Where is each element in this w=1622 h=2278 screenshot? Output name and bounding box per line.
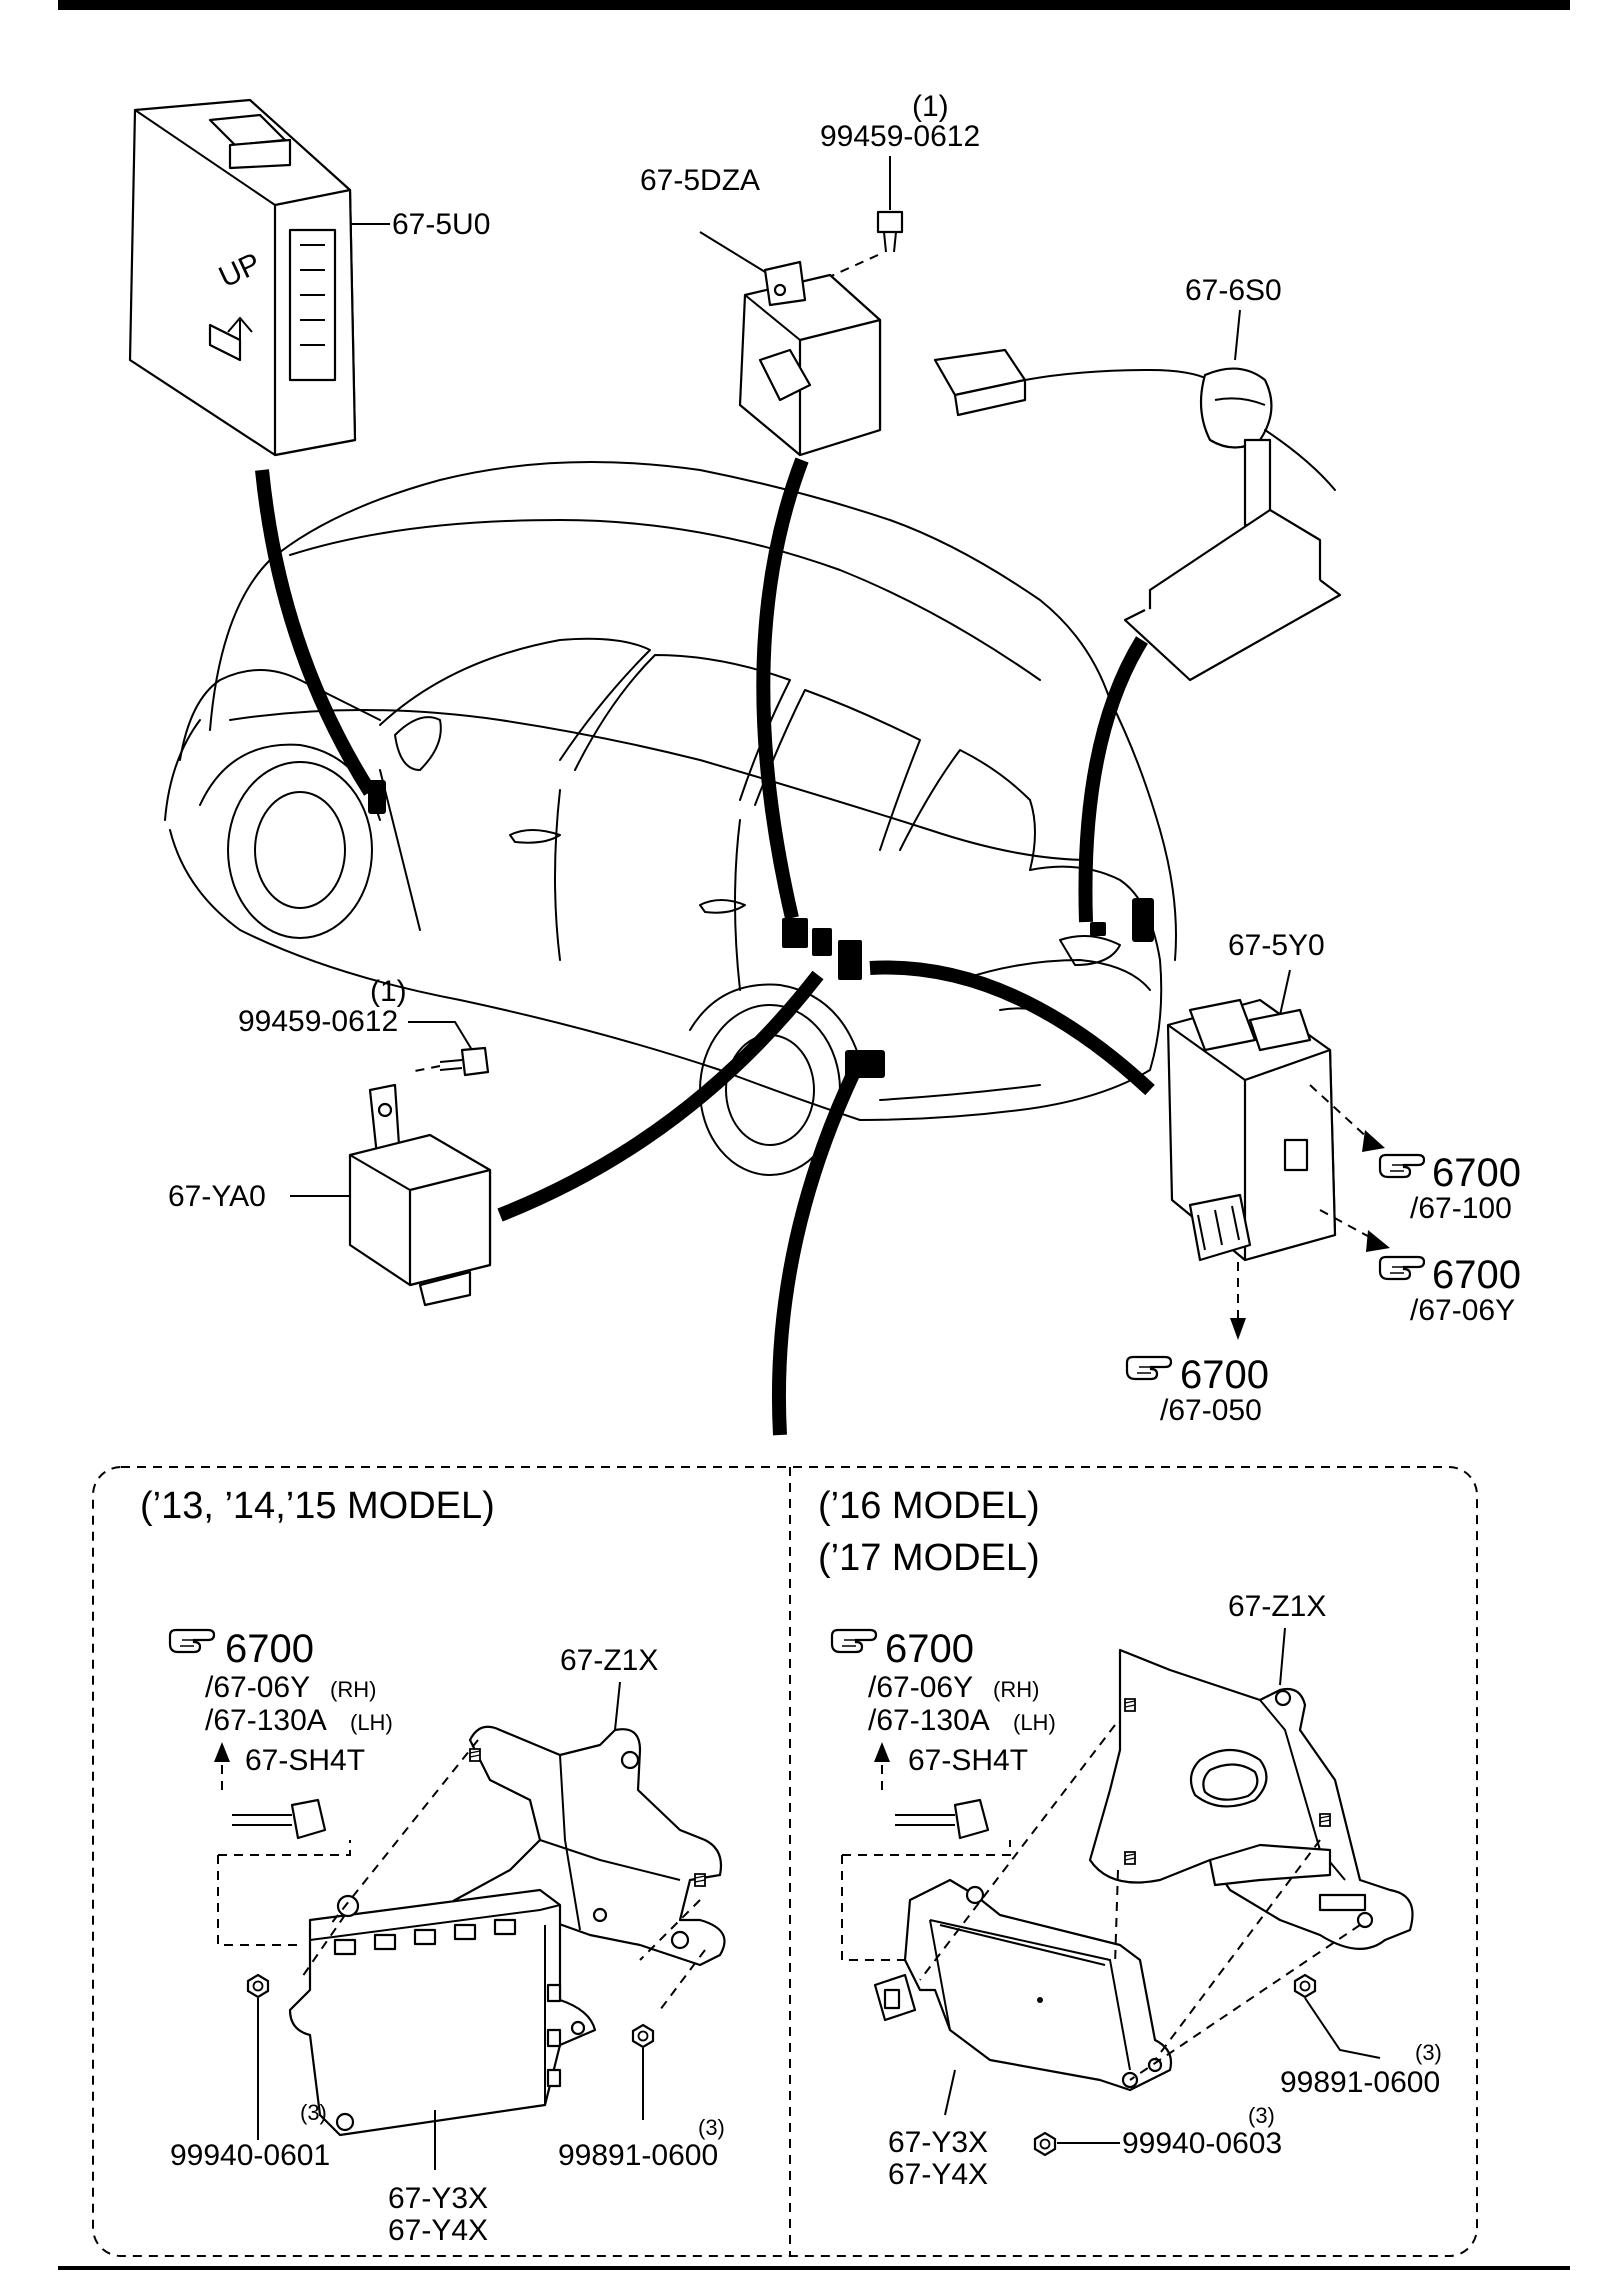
label-bolt-top: 99459-0612 [820,120,980,153]
part-67-5Y0: 67-5Y0 [1166,929,1390,1340]
left-nut-left-qty: (3) [300,2100,327,2125]
pointing-hand-icon [168,1628,216,1654]
model-variants-box [92,1466,1478,2257]
ref-1-number: 6700 [1432,1151,1521,1195]
right-nut-bottom-label: 99940-0603 [1122,2127,1282,2160]
left-panel-header: (’13, ’14,’15 MODEL) [140,1485,495,1527]
pointing-hand-icon [830,1628,878,1654]
vehicle-illustration [164,461,1177,1176]
qty-bolt-left: (1) [370,975,407,1008]
label-67-6S0: 67-6S0 [1185,274,1282,307]
right-bracket-label: 67-Z1X [1228,1590,1326,1623]
qty-bolt-top: (1) [912,90,949,123]
label-67-5Y0: 67-5Y0 [1228,929,1325,962]
top-border-bar [58,0,1570,10]
ref-callout-1: 6700 /67-100 [1378,1151,1521,1225]
pointing-hand-icon [1125,1355,1173,1381]
part-67-6S0: 67-6S0 [933,274,1342,682]
ref-callout-3: 6700 /67-050 [1125,1353,1269,1427]
right-nut-right-label: 99891-0600 [1280,2066,1440,2099]
left-nut-right-qty: (3) [698,2115,725,2140]
right-ref-line2-side: (LH) [1013,1710,1056,1735]
ref-1-sub: /67-100 [1410,1192,1512,1225]
left-module-2: 67-Y4X [388,2214,488,2247]
ref-2-number: 6700 [1432,1253,1521,1297]
ref-2-sub: /67-06Y [1410,1294,1515,1327]
bottom-border-line [58,2266,1570,2270]
pointing-hand-icon [1378,1153,1426,1179]
right-panel: (’16 MODEL) (’17 MODEL) 6700 /67-06Y (RH… [818,1485,1442,2191]
right-ref-line2: /67-130A [868,1704,990,1737]
right-module-2: 67-Y4X [888,2158,988,2191]
right-nut-right-qty: (3) [1415,2040,1442,2065]
right-panel-header-1: (’16 MODEL) [818,1485,1040,1527]
left-nut-left-label: 99940-0601 [170,2139,330,2172]
label-67-5DZA: 67-5DZA [640,164,760,197]
pointing-hand-icon [1378,1255,1426,1281]
ref-3-number: 6700 [1180,1353,1269,1397]
left-nut-right-label: 99891-0600 [558,2139,718,2172]
right-module-1: 67-Y3X [888,2126,988,2159]
label-67-YA0: 67-YA0 [168,1180,266,1213]
right-ref-line1-side: (RH) [993,1677,1039,1702]
left-module-1: 67-Y3X [388,2182,488,2215]
right-sensor-label: 67-SH4T [908,1744,1028,1777]
part-67-YA0: (1) 99459-0612 67-YA0 [168,975,492,1307]
ref-3-sub: /67-050 [1160,1394,1262,1427]
right-ref-number: 6700 [885,1627,974,1671]
label-67-5U0: 67-5U0 [392,208,490,241]
right-ref-line1: /67-06Y [868,1671,973,1704]
right-panel-header-2: (’17 MODEL) [818,1537,1040,1579]
label-bolt-left: 99459-0612 [238,1005,398,1038]
part-67-5DZA: (1) 99459-0612 67-5DZA [640,90,980,457]
left-ref-line1-side: (RH) [330,1677,376,1702]
part-67-5U0: UP 67-5U0 [128,98,490,457]
left-bracket-label: 67-Z1X [560,1644,658,1677]
left-ref-line2-side: (LH) [350,1710,393,1735]
left-sensor-label: 67-SH4T [245,1744,365,1777]
left-ref-line2: /67-130A [205,1704,327,1737]
left-ref-line1: /67-06Y [205,1671,310,1704]
left-panel: (’13, ’14,’15 MODEL) 6700 /67-06Y (RH) /… [140,1485,726,2247]
left-ref-number: 6700 [225,1627,314,1671]
right-nut-bottom-qty: (3) [1248,2103,1275,2128]
ref-callout-2: 6700 /67-06Y [1378,1253,1521,1327]
location-leaders [255,457,1155,1436]
